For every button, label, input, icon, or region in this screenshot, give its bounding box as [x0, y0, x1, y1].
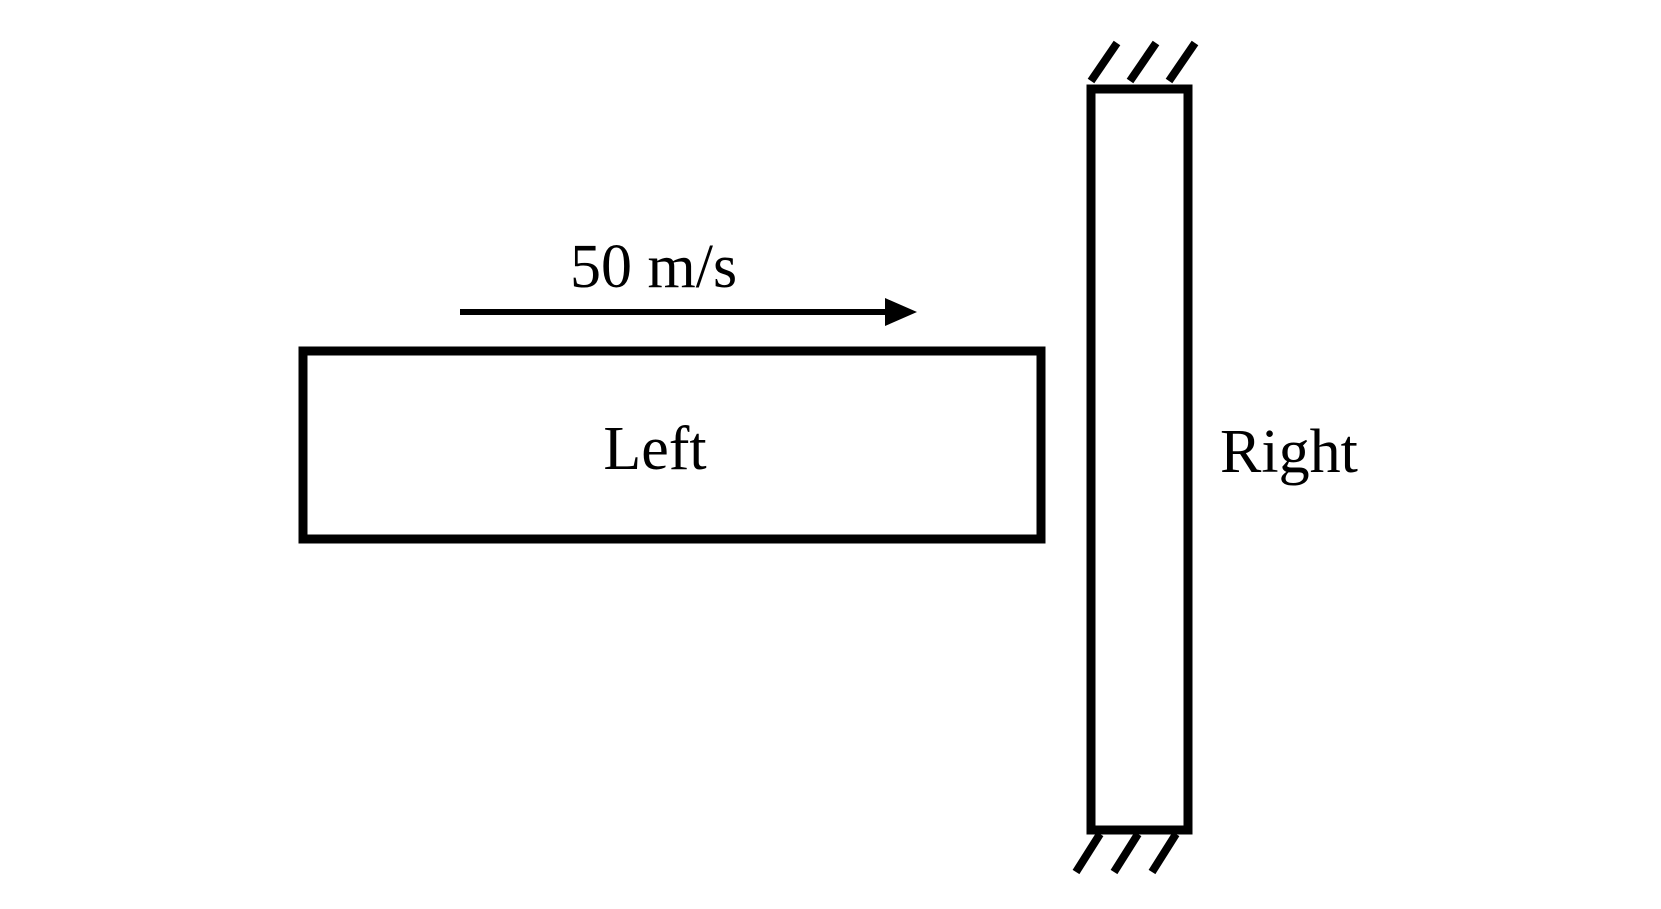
- velocity-arrow: [460, 298, 917, 326]
- bottom-hatch-line-2: [1110, 831, 1142, 875]
- top-hatch-line-3: [1165, 40, 1199, 84]
- top-hatch-line-1: [1087, 40, 1121, 84]
- velocity-label: 50 m/s: [570, 233, 737, 301]
- bottom-fixed-support-hatching: [1072, 831, 1180, 875]
- right-column-label: Right: [1220, 418, 1358, 486]
- bottom-hatch-line-3: [1148, 831, 1180, 875]
- top-hatch-line-2: [1126, 40, 1160, 84]
- top-fixed-support-hatching: [1087, 40, 1199, 84]
- left-block: [298, 346, 1046, 544]
- bottom-hatch-line-1: [1072, 831, 1104, 875]
- right-column: [1086, 84, 1193, 835]
- left-block-label: Left: [603, 415, 706, 483]
- velocity-arrow-head: [885, 298, 917, 326]
